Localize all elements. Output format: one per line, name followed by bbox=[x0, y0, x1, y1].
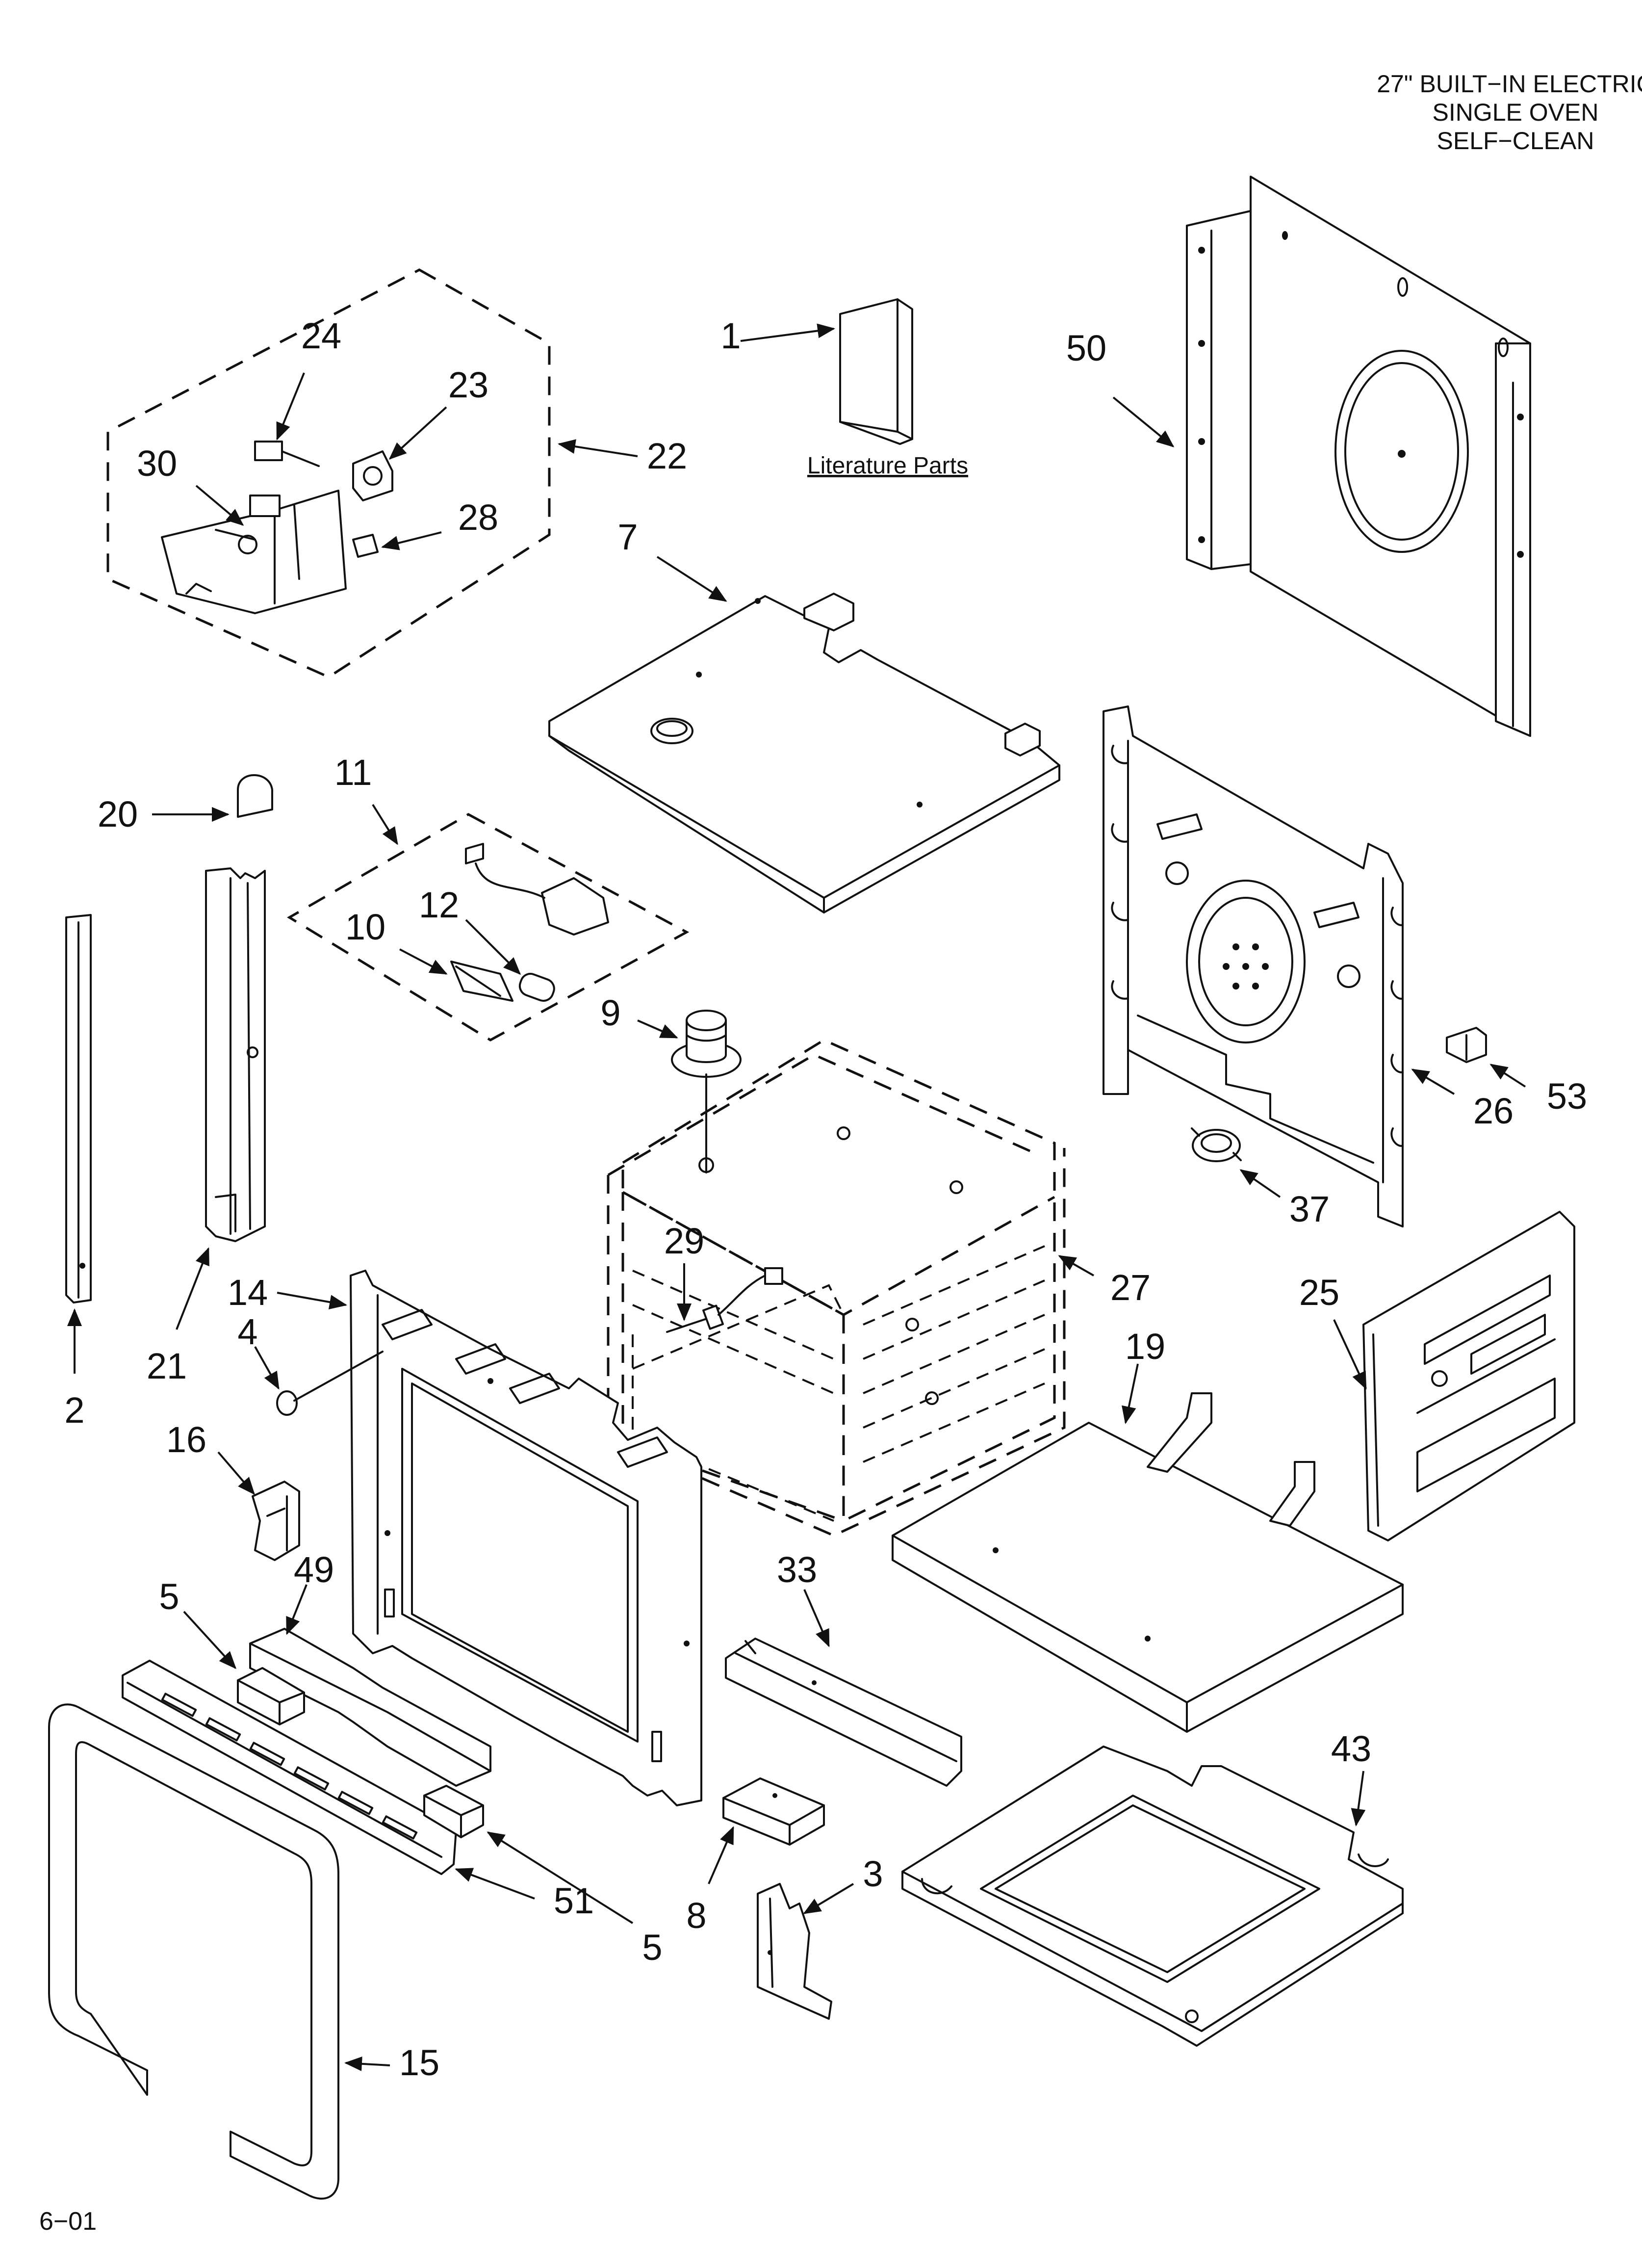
callout-14: 14 bbox=[228, 1272, 268, 1313]
part-9-vent bbox=[671, 1010, 742, 1173]
part-37-thermal-cutoff bbox=[1191, 1127, 1242, 1162]
callout-5-lower: 5 bbox=[642, 1927, 662, 1968]
title-line-3: SELF−CLEAN bbox=[1437, 127, 1594, 155]
callout-3: 3 bbox=[863, 1853, 883, 1894]
diagram-title: 27" BUILT−IN ELECTRIC SINGLE OVEN SELF−C… bbox=[1377, 70, 1642, 155]
callout-29: 29 bbox=[664, 1221, 704, 1261]
callout-12: 12 bbox=[419, 885, 459, 925]
callout-2: 2 bbox=[64, 1390, 84, 1431]
part-7-top-panel bbox=[548, 593, 1060, 913]
callout-26: 26 bbox=[1473, 1091, 1514, 1131]
part-5-block-upper bbox=[237, 1667, 305, 1725]
part-50-rear-panel bbox=[1186, 176, 1531, 737]
part-14-front-frame bbox=[350, 1270, 702, 1806]
part-26-rear-inner-panel bbox=[1103, 705, 1404, 1227]
callout-5-upper: 5 bbox=[159, 1576, 179, 1617]
callout-37: 37 bbox=[1289, 1189, 1330, 1229]
callout-50: 50 bbox=[1066, 328, 1106, 368]
callout-23: 23 bbox=[448, 365, 488, 405]
part-43-base-pan bbox=[901, 1746, 1404, 2047]
footer-code: 6−01 bbox=[39, 2207, 97, 2236]
callout-27: 27 bbox=[1110, 1267, 1151, 1308]
literature-label: Literature Parts bbox=[807, 453, 968, 479]
part-2-side-trim bbox=[65, 914, 92, 1303]
part-51-lower-trim bbox=[122, 1660, 457, 1875]
callout-25: 25 bbox=[1299, 1272, 1339, 1313]
part-20-cap bbox=[237, 774, 273, 818]
part-3-mounting-bracket bbox=[757, 1883, 832, 2020]
part-19-bottom-panel bbox=[892, 1392, 1404, 1733]
part-29-temperature-sensor bbox=[666, 1267, 783, 1333]
callout-28: 28 bbox=[458, 497, 498, 538]
part-22-control-assembly bbox=[106, 268, 551, 678]
part-1-literature: Literature Parts bbox=[807, 298, 968, 479]
callout-21: 21 bbox=[147, 1346, 187, 1386]
callout-15: 15 bbox=[399, 2042, 439, 2083]
callout-53: 53 bbox=[1547, 1076, 1587, 1117]
callout-8: 8 bbox=[686, 1895, 706, 1936]
callout-19: 19 bbox=[1125, 1326, 1165, 1367]
callout-33: 33 bbox=[777, 1549, 817, 1590]
part-4-screw bbox=[276, 1351, 384, 1416]
callout-10: 10 bbox=[345, 907, 385, 947]
callout-16: 16 bbox=[166, 1419, 206, 1460]
part-21-side-panel bbox=[205, 867, 266, 1242]
callout-1: 1 bbox=[720, 315, 741, 356]
callout-30: 30 bbox=[137, 443, 177, 484]
part-25-side-panel bbox=[1362, 1211, 1575, 1541]
callout-11: 11 bbox=[334, 752, 372, 793]
title-line-2: SINGLE OVEN bbox=[1433, 99, 1599, 126]
part-11-light-assembly bbox=[287, 813, 690, 1042]
callout-20: 20 bbox=[98, 794, 138, 834]
part-27-oven-cavity bbox=[607, 1039, 1066, 1537]
part-15-gasket bbox=[48, 1703, 339, 2200]
part-49-spacer bbox=[249, 1628, 491, 1787]
part-33-rail bbox=[725, 1638, 962, 1787]
callout-43: 43 bbox=[1331, 1728, 1371, 1769]
part-53-clip bbox=[1446, 1027, 1487, 1063]
callout-22: 22 bbox=[647, 436, 687, 476]
callout-7: 7 bbox=[617, 517, 638, 557]
title-line-1: 27" BUILT−IN ELECTRIC bbox=[1377, 70, 1642, 98]
part-5-block-lower bbox=[423, 1785, 484, 1838]
part-8-bracket bbox=[722, 1777, 825, 1846]
callout-9: 9 bbox=[600, 992, 620, 1033]
part-16-hinge-receptacle bbox=[252, 1481, 300, 1561]
callout-49: 49 bbox=[294, 1549, 334, 1590]
callout-24: 24 bbox=[301, 315, 341, 356]
callout-4: 4 bbox=[237, 1311, 257, 1352]
